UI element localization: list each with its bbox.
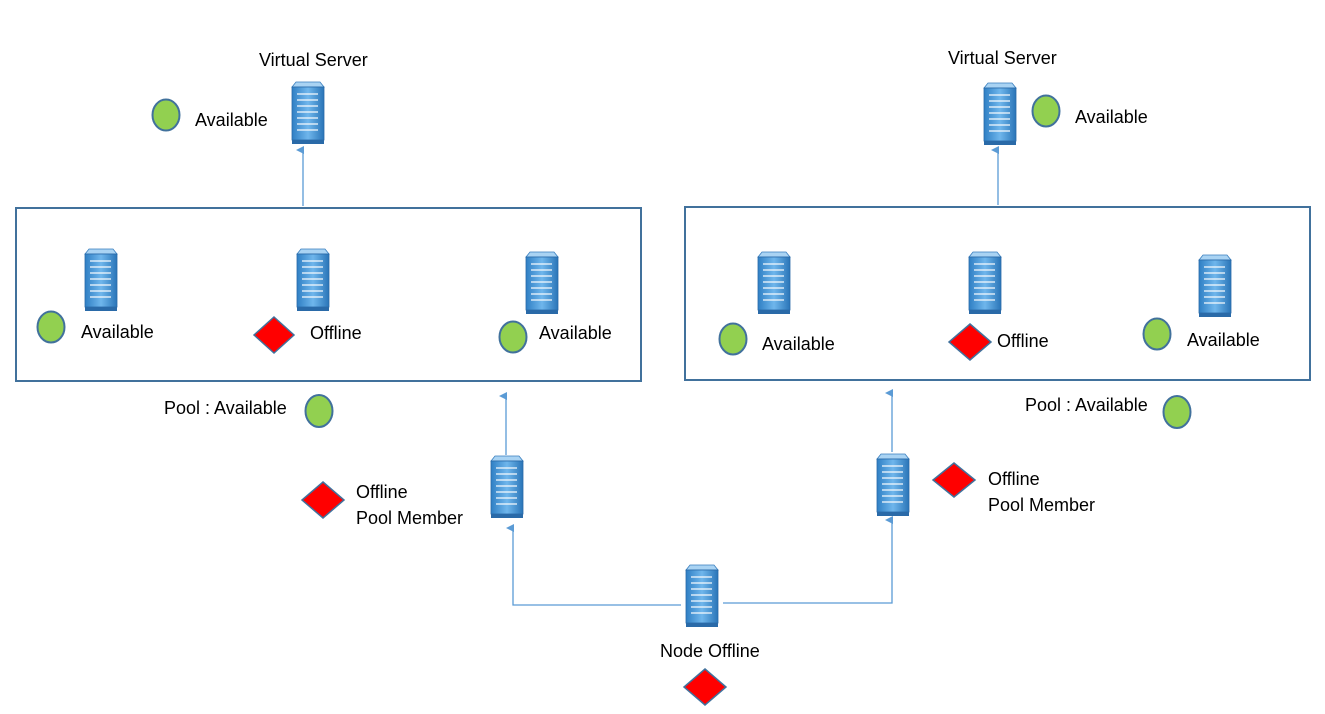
node-link-left [506, 524, 681, 606]
server-icon [81, 248, 121, 312]
offline-status-icon [300, 481, 346, 519]
available-status-icon [304, 394, 334, 428]
server-icon [965, 251, 1005, 315]
virtual-server-title: Virtual Server [948, 48, 1057, 68]
server-icon [288, 81, 328, 145]
available-status-icon [1162, 395, 1192, 429]
node-label: Node Offline [660, 641, 760, 661]
offline-status-icon [682, 668, 728, 706]
server-icon [754, 251, 794, 315]
pool-member-label: Offline [997, 331, 1049, 351]
available-status-icon [498, 320, 528, 354]
pool-member-status-line1: Offline [988, 469, 1040, 489]
pool-member-status-line2: Pool Member [988, 495, 1096, 515]
node-link-right [723, 516, 893, 604]
pool-member-label: Available [539, 323, 612, 343]
server-icon [1195, 254, 1235, 318]
pool-status-label: Pool : Available [164, 398, 287, 418]
pool-member-status-line2: Pool Member [356, 508, 464, 528]
available-status-icon [1142, 317, 1172, 351]
server-icon [682, 564, 722, 628]
available-status-icon [1031, 94, 1061, 128]
pool-member-status-line1: Offline [356, 482, 408, 502]
virtual-server-status-label: Available [1075, 107, 1148, 127]
offline-status-icon [931, 462, 977, 498]
pool-status-label: Pool : Available [1025, 395, 1148, 415]
server-icon [522, 251, 562, 315]
virtual-server-title: Virtual Server [259, 50, 368, 70]
offline-status-icon [252, 315, 296, 355]
pool-member-label: Available [762, 334, 835, 354]
server-icon [980, 82, 1020, 146]
server-icon [873, 453, 913, 517]
server-icon [487, 455, 527, 519]
server-icon [293, 248, 333, 312]
pool-member-label: Available [81, 322, 154, 342]
available-status-icon [151, 98, 181, 132]
virtual-server-status-label: Available [195, 110, 268, 130]
pool-member-label: Available [1187, 330, 1260, 350]
available-status-icon [718, 322, 748, 356]
offline-status-icon [947, 323, 993, 361]
pool-member-label: Offline [310, 323, 362, 343]
available-status-icon [36, 310, 66, 344]
